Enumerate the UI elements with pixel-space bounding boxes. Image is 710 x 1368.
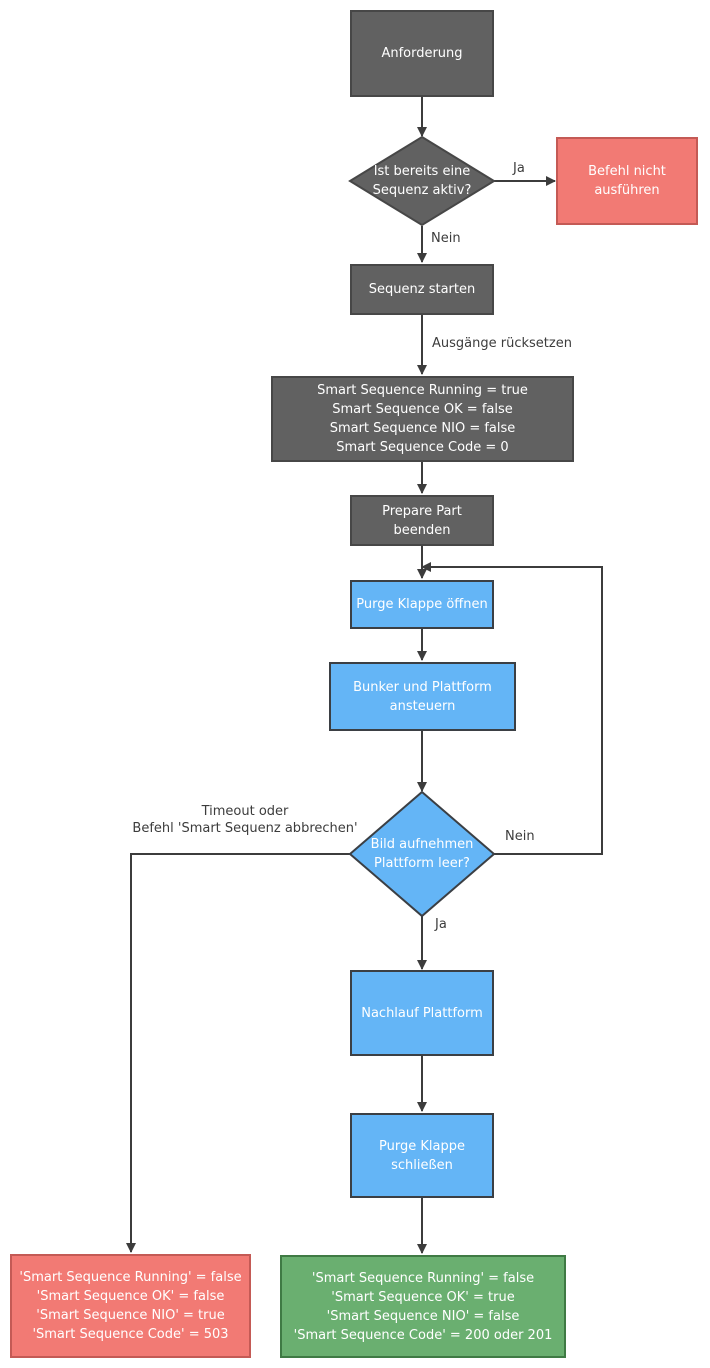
decision-text-active: Ist bereits eine Sequenz aktiv? (372, 164, 472, 198)
start-node-anforderung: Anforderung (350, 10, 494, 97)
connector-timeout-to-error (126, 853, 350, 1253)
result-node-ok: 'Smart Sequence Running' = false 'Smart … (280, 1255, 566, 1358)
node-purge-klappe-schliessen: Purge Klappe schließen (350, 1113, 494, 1198)
label-ja-image: Ja (435, 917, 447, 932)
label-ja-active: Ja (513, 161, 525, 176)
label-timeout: Timeout oder Befehl 'Smart Sequenz abbre… (132, 804, 358, 836)
decision-text-image: Bild aufnehmen Plattform leer? (370, 837, 474, 871)
result-node-error: 'Smart Sequence Running' = false 'Smart … (10, 1254, 251, 1358)
node-purge-klappe-oeffnen: Purge Klappe öffnen (350, 580, 494, 629)
node-befehl-nicht-ausfuehren: Befehl nicht ausführen (556, 137, 698, 225)
label-nein-active: Nein (431, 231, 461, 246)
label-nein-loop: Nein (505, 829, 535, 844)
node-prepare-part-beenden: Prepare Part beenden (350, 495, 494, 546)
node-bunker-plattform: Bunker und Plattform ansteuern (329, 662, 516, 731)
label-ausgaenge-ruecksetzen: Ausgänge rücksetzen (432, 336, 572, 351)
node-nachlauf-plattform: Nachlauf Plattform (350, 970, 494, 1056)
decision-diamond-image (348, 790, 496, 918)
node-sequenz-starten: Sequenz starten (350, 264, 494, 315)
node-reset-outputs: Smart Sequence Running = true Smart Sequ… (271, 376, 574, 462)
connector-loop-nein (421, 562, 603, 855)
decision-diamond-active (348, 135, 496, 227)
